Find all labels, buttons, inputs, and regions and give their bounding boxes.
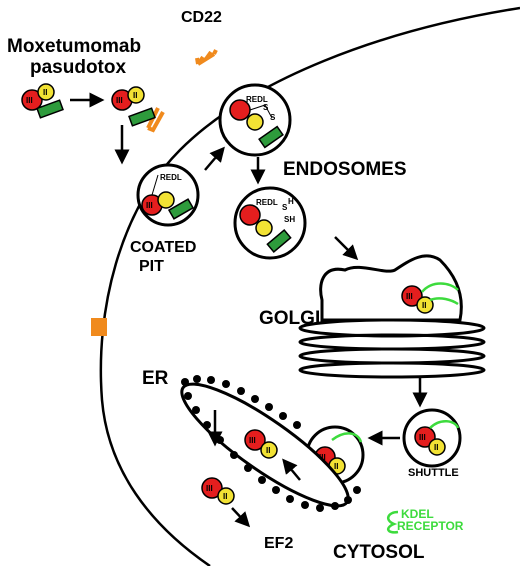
domain-iii-label: III bbox=[406, 292, 413, 301]
ef2-label: EF2 bbox=[264, 535, 293, 552]
domain-iii-label: III bbox=[419, 433, 426, 442]
domain-ii-label: II bbox=[334, 462, 338, 471]
redl-label: REDL bbox=[160, 173, 182, 182]
reduced-sh-label: SH bbox=[284, 215, 295, 224]
cd22-receptor-left bbox=[91, 318, 107, 336]
domain-ii-label: II bbox=[434, 443, 438, 452]
domain-ii-label: II bbox=[266, 446, 270, 455]
domain-ii-label: II bbox=[223, 492, 227, 501]
shuttle-label: SHUTTLE bbox=[408, 467, 459, 479]
arrow-pit-to-endosome bbox=[204, 146, 225, 171]
cd22-receptor-top bbox=[195, 49, 218, 66]
released-toxin: III II bbox=[201, 477, 235, 505]
endosomes-label: ENDOSOMES bbox=[283, 159, 407, 180]
domain-iii-label: III bbox=[249, 436, 256, 445]
drug-name-line2: pasudotox bbox=[30, 57, 126, 78]
domain-iii-label: III bbox=[116, 96, 123, 105]
coated-pit-vesicle: REDL III bbox=[136, 163, 200, 227]
cytosol-label: CYTOSOL bbox=[333, 542, 425, 563]
endosome-vesicle-1: REDL S S bbox=[218, 83, 292, 157]
redl-label: REDL bbox=[256, 198, 278, 207]
reduced-s-label: S bbox=[282, 203, 288, 212]
domain-iii-label: III bbox=[319, 453, 326, 462]
cell-membrane bbox=[99, 6, 520, 566]
coated-pit-label-line1: COATED bbox=[130, 239, 196, 256]
kdel-receptor-label-line1: KDEL bbox=[401, 507, 434, 521]
endoplasmic-reticulum: III II bbox=[180, 375, 361, 512]
endosome-vesicle-2: REDL S H SH bbox=[233, 186, 307, 260]
arrow-endosome-to-golgi bbox=[334, 236, 359, 261]
domain-iii-label: III bbox=[146, 201, 153, 210]
redl-label: REDL bbox=[246, 95, 268, 104]
arrow-toxin-to-ef2 bbox=[231, 507, 251, 528]
ribosome-dots bbox=[181, 375, 361, 512]
immunotoxin-free: III II bbox=[21, 83, 64, 119]
arrow-er-inner-2 bbox=[282, 458, 301, 481]
domain-ii-label: II bbox=[422, 301, 426, 310]
domain-ii-label: II bbox=[133, 91, 137, 100]
cd22-label: CD22 bbox=[181, 9, 222, 26]
coated-pit-label-line2: PIT bbox=[139, 258, 164, 275]
immunotoxin-bound: III II bbox=[111, 86, 156, 127]
kdel-receptor-label-line2: RECEPTOR bbox=[397, 519, 464, 533]
golgi-label: GOLGI bbox=[259, 308, 320, 329]
reduced-h-label: H bbox=[288, 197, 294, 206]
drug-name-line1: Moxetumomab bbox=[7, 36, 141, 57]
shuttle-vesicle: III II bbox=[402, 408, 462, 468]
golgi-apparatus: III II bbox=[298, 254, 486, 379]
kdel-receptor-glyph bbox=[386, 510, 399, 534]
domain-iii-label: III bbox=[26, 96, 33, 105]
disulfide-s-label: S bbox=[263, 103, 269, 112]
domain-ii-label: II bbox=[43, 88, 47, 97]
domain-iii-label: III bbox=[206, 484, 213, 493]
er-label: ER bbox=[142, 368, 169, 389]
disulfide-s-label: S bbox=[270, 113, 276, 122]
